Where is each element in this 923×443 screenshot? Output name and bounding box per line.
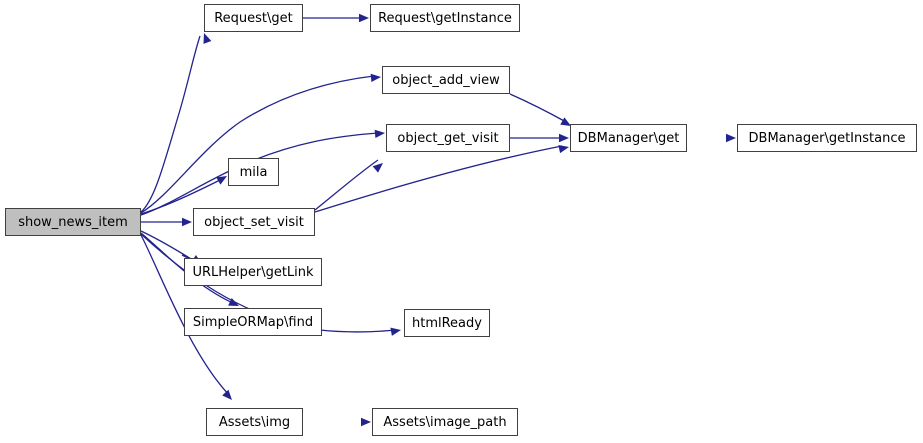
graph-arrowhead — [560, 117, 571, 126]
graph-edge-show_news_item-to-mila — [140, 179, 221, 215]
graph-arrowhead — [222, 389, 232, 400]
graph-edge-object_set_visit-to-object_get_visit — [314, 159, 379, 211]
graph-node-show_news_item[interactable]: show_news_item — [5, 208, 141, 236]
graph-edge-show_news_item-to-assets_img — [140, 234, 231, 397]
graph-node-label: object_add_view — [392, 72, 500, 88]
graph-node-urlhelper_getlink[interactable]: URLHelper\getLink — [184, 258, 322, 286]
graph-arrowhead — [559, 133, 569, 143]
graph-node-label: htmlReady — [412, 315, 482, 331]
graph-node-assets_img[interactable]: Assets\img — [206, 408, 303, 436]
graph-node-request_getinstance[interactable]: Request\getInstance — [370, 4, 520, 32]
graph-node-mila[interactable]: mila — [228, 158, 279, 186]
graph-edge-object_set_visit-to-dbmanager_get — [314, 145, 563, 213]
graph-arrowhead — [228, 297, 239, 306]
graph-node-label: Request\get — [214, 10, 293, 26]
graph-node-label: DBManager\getInstance — [748, 130, 906, 146]
graph-arrowhead — [203, 33, 212, 44]
graph-node-label: mila — [239, 164, 268, 180]
graph-arrowhead — [390, 327, 401, 336]
graph-arrowhead — [558, 144, 569, 154]
graph-node-object_add_view[interactable]: object_add_view — [382, 66, 510, 94]
graph-edge-show_news_item-to-object_add_view — [140, 75, 375, 214]
edge-paths — [140, 17, 567, 397]
graph-arrowhead — [182, 217, 192, 227]
graph-node-label: object_get_visit — [397, 130, 499, 146]
graph-arrowhead — [361, 417, 371, 427]
graph-node-label: Assets\image_path — [383, 414, 507, 430]
graph-node-request_get[interactable]: Request\get — [204, 4, 303, 32]
graph-node-dbmanager_get[interactable]: DBManager\get — [570, 124, 687, 152]
graph-node-label: object_set_visit — [204, 214, 304, 230]
graph-node-object_set_visit[interactable]: object_set_visit — [193, 208, 315, 236]
graph-node-object_get_visit[interactable]: object_get_visit — [386, 124, 510, 152]
graph-arrowhead — [726, 133, 736, 143]
graph-arrowhead — [359, 13, 369, 23]
graph-node-htmlready[interactable]: htmlReady — [404, 309, 490, 337]
graph-node-simpleormap_find[interactable]: SimpleORMap\find — [184, 308, 322, 336]
graph-node-label: Request\getInstance — [378, 10, 512, 26]
graph-edge-object_add_view-to-dbmanager_get — [509, 93, 567, 123]
graph-node-label: URLHelper\getLink — [192, 264, 314, 280]
graph-node-label: DBManager\get — [577, 130, 680, 146]
graph-arrowhead — [370, 73, 381, 83]
graph-arrowhead — [372, 163, 383, 173]
graph-node-label: show_news_item — [18, 214, 128, 230]
graph-arrowhead — [216, 176, 227, 185]
graph-edge-show_news_item-to-request_get — [140, 35, 201, 213]
arrowhead-group — [182, 13, 736, 427]
graph-node-label: SimpleORMap\find — [192, 314, 314, 330]
graph-node-dbmanager_getinstance[interactable]: DBManager\getInstance — [737, 124, 917, 152]
graph-arrowhead — [374, 129, 385, 139]
graph-node-label: Assets\img — [218, 414, 291, 430]
graph-node-assets_image_path[interactable]: Assets\image_path — [372, 408, 518, 436]
